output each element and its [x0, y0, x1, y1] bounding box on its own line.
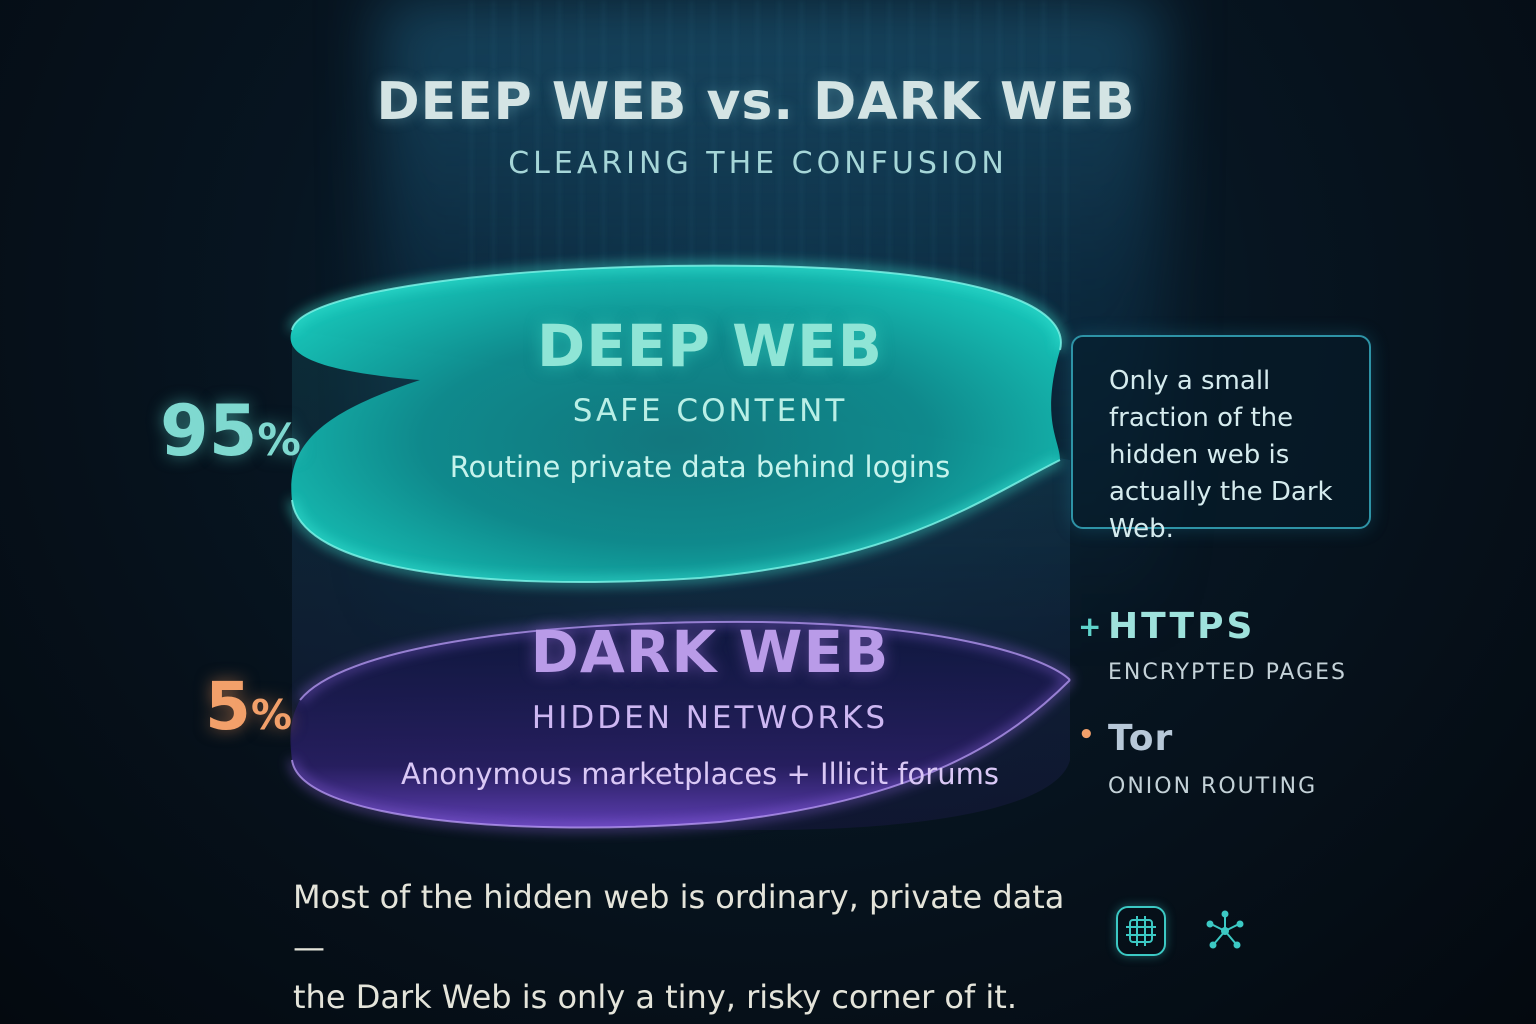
dark-web-subtitle: HIDDEN NETWORKS [531, 700, 889, 736]
deep-web-percent-value: 95 [160, 390, 258, 472]
dark-web-band [290, 621, 1070, 828]
page-title: DEEP WEB vs. DARK WEB [376, 72, 1136, 132]
legend-label: Tor [1108, 718, 1174, 759]
legend-description: ENCRYPTED PAGES [1108, 660, 1348, 685]
footer-line: the Dark Web is only a tiny, risky corne… [293, 978, 1018, 1016]
deep-web-subtitle: SAFE CONTENT [572, 393, 848, 429]
dark-web-title: DARK WEB [530, 618, 890, 686]
footer-note: Most of the hidden web is ordinary, priv… [293, 872, 1093, 1022]
deep-web-description: Routine private data behind logins [449, 450, 951, 484]
deep-web-percent-sign: % [257, 416, 301, 466]
page-subtitle: CLEARING THE CONFUSION [508, 146, 1008, 181]
callout-text: Only a small fraction of the hidden web … [1109, 366, 1333, 544]
grid-icon[interactable] [1116, 906, 1166, 956]
dark-web-percent-value: 5 [205, 668, 251, 745]
deep-web-percentage: 95% [160, 390, 301, 472]
footer-line: Most of the hidden web is ordinary, priv… [293, 878, 1065, 966]
network-icon[interactable] [1200, 906, 1250, 956]
plus-icon: + [1078, 610, 1102, 643]
legend-label: HTTPS [1108, 606, 1256, 647]
callout-box: Only a small fraction of the hidden web … [1071, 335, 1371, 544]
bullet-icon: • [1078, 720, 1095, 750]
deep-web-band [290, 265, 1061, 582]
dark-web-description: Anonymous marketplaces + Illicit forums [401, 757, 999, 791]
dark-web-percentage: 5% [205, 668, 292, 745]
dark-web-percent-sign: % [250, 691, 292, 739]
legend-description: ONION ROUTING [1108, 774, 1318, 799]
deep-web-title: DEEP WEB [537, 312, 883, 380]
